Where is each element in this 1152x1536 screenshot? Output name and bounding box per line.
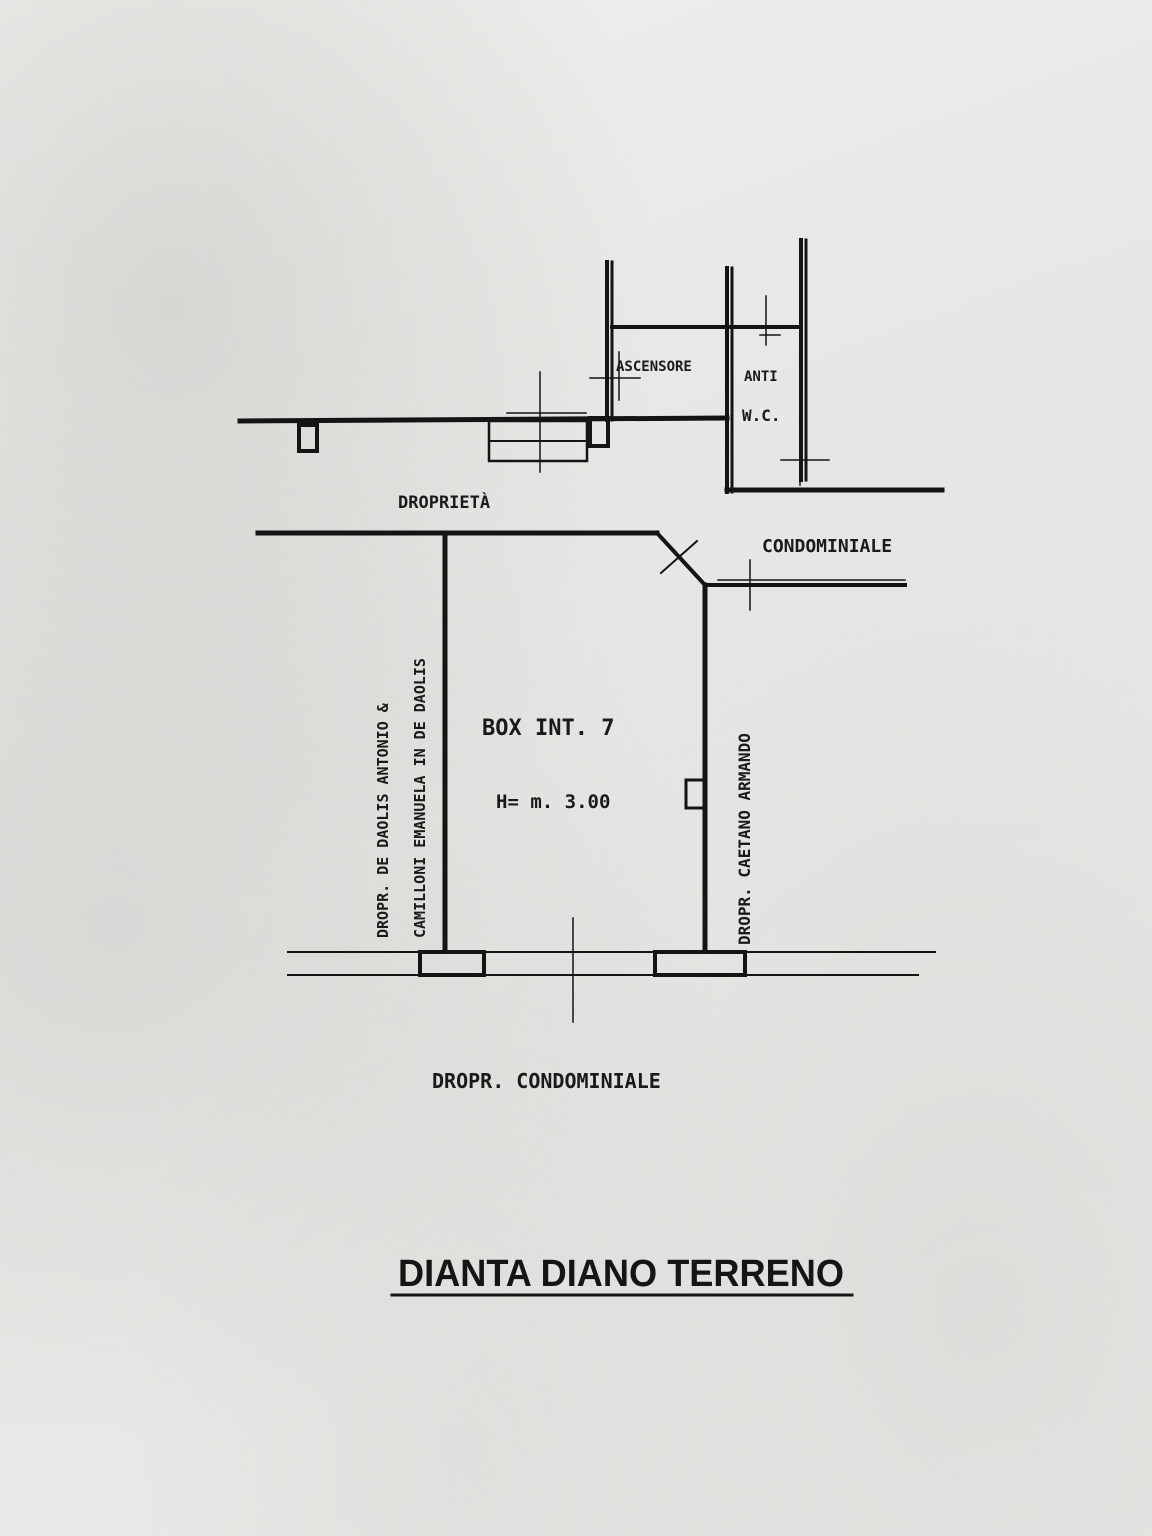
box-label: BOX INT. 7: [482, 716, 614, 741]
drawing-title: DIANTA DIANO TERRENO: [398, 1253, 844, 1295]
wc-label: W.C.: [742, 406, 781, 425]
upper-pillar: [297, 423, 319, 453]
upper-pillar-2: [588, 416, 610, 448]
ascensore-label: ASCENSORE: [616, 359, 692, 375]
anti-label: ANTI: [744, 369, 778, 385]
box-door-jamb: [684, 778, 706, 810]
bottom-condominiale-label: DROPR. CONDOMINIALE: [432, 1069, 661, 1093]
bottom-pillar-right: [653, 950, 747, 977]
height-label: H= m. 3.00: [496, 791, 610, 813]
bottom-pillar-left: [418, 950, 486, 977]
right-owner-label: DROPR. CAETANO ARMANDO: [735, 733, 754, 945]
left-owner-line1: DROPR. DE DAOLIS ANTONIO &: [374, 702, 392, 938]
proprieta-label: DROPRIETÀ: [398, 491, 490, 513]
left-owner-line2: CAMILLONI EMANUELA IN DE DAOLIS: [411, 658, 429, 938]
upper-corridor-wall: [237, 415, 730, 424]
condominiale-right-label: CONDOMINIALE: [762, 536, 892, 557]
